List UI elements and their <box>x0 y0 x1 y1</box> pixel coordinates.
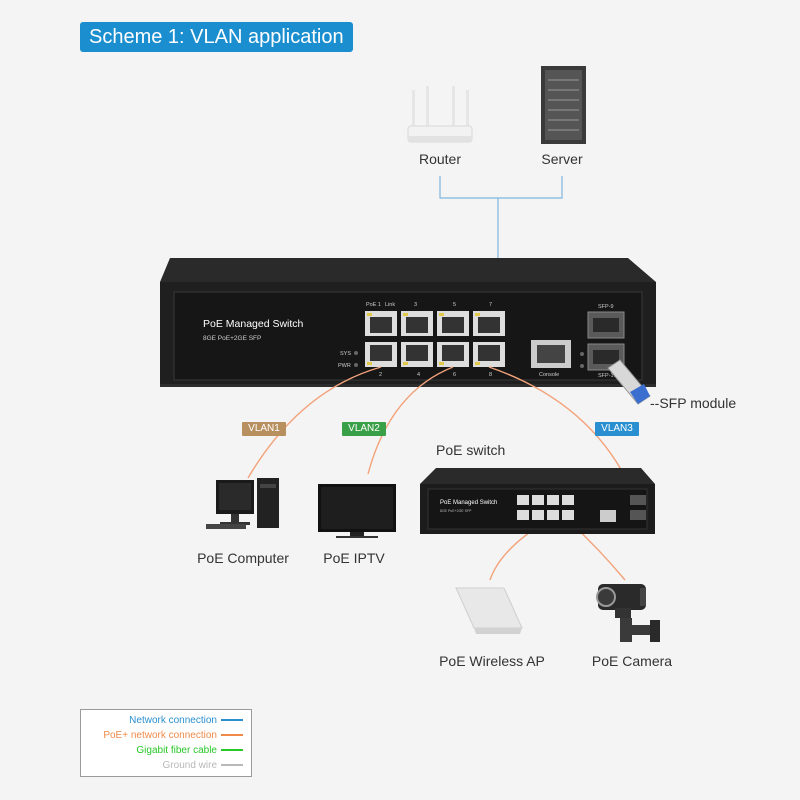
vlan3-tag: VLAN3 <box>595 422 639 436</box>
main-switch-name: PoE Managed Switch <box>203 318 304 330</box>
computer-label: PoE Computer <box>197 550 289 566</box>
port-label-5: 5 <box>453 302 456 308</box>
iptv-icon <box>318 484 396 538</box>
legend-ground-text: Ground wire <box>162 760 217 771</box>
main-switch-ports <box>365 311 505 367</box>
legend-poe-text: PoE+ network connection <box>103 730 217 741</box>
sfp-module-icon <box>607 359 651 405</box>
main-switch <box>160 258 656 387</box>
main-switch-sub: 8GE PoE+2GE SFP <box>203 335 261 342</box>
sys-label: SYS <box>340 351 351 357</box>
sfp10-label: SFP-10 <box>598 373 617 379</box>
legend: Network connection PoE+ network connecti… <box>80 709 252 777</box>
port-label-8: 8 <box>489 372 492 378</box>
legend-fiber-line <box>221 749 243 752</box>
server-label: Server <box>541 151 583 167</box>
pwr-label: PWR <box>338 363 351 369</box>
vlan1-label: VLAN1 <box>248 423 280 434</box>
server-icon <box>541 66 586 144</box>
small-switch-name: PoE Managed Switch <box>440 500 497 506</box>
port-label-2: 2 <box>379 372 382 378</box>
sfp9-label: SFP-9 <box>598 304 614 310</box>
legend-network-line <box>221 719 243 722</box>
legend-poe: PoE+ network connection <box>103 729 243 743</box>
port-label-4: 4 <box>417 372 420 378</box>
port-label-link: Link <box>385 302 395 308</box>
vlan2-tag: VLAN2 <box>342 422 386 436</box>
port-label-1: PoE 1 <box>366 302 381 308</box>
small-switch <box>420 468 655 534</box>
router-icon <box>407 86 473 143</box>
vlan3-label: VLAN3 <box>601 423 633 434</box>
legend-fiber: Gigabit fiber cable <box>136 744 243 758</box>
legend-ground: Ground wire <box>163 759 243 773</box>
iptv-label: PoE IPTV <box>323 550 385 566</box>
poe-switch-label: PoE switch <box>436 442 506 458</box>
computer-icon <box>206 478 279 529</box>
vlan1-tag: VLAN1 <box>242 422 286 436</box>
camera-label: PoE Camera <box>591 653 673 669</box>
small-switch-sub: 8GE PoE+2GE SFP <box>440 509 472 513</box>
port-label-7: 7 <box>489 302 492 308</box>
page-title: Scheme 1: VLAN application <box>80 22 353 52</box>
port-label-3: 3 <box>414 302 417 308</box>
wireless-ap-label: PoE Wireless AP <box>439 653 545 669</box>
wireless-ap-icon <box>455 587 523 634</box>
legend-network-text: Network connection <box>129 715 217 726</box>
legend-poe-line <box>221 734 243 737</box>
legend-ground-line <box>221 764 243 767</box>
legend-network: Network connection <box>129 714 243 728</box>
vlan2-label: VLAN2 <box>348 423 380 434</box>
legend-fiber-text: Gigabit fiber cable <box>136 745 217 756</box>
console-label: Console <box>539 372 559 378</box>
router-label: Router <box>418 151 462 167</box>
camera-icon <box>596 584 660 642</box>
port-label-6: 6 <box>453 372 456 378</box>
sfp-module-label: --SFP module <box>650 395 737 411</box>
